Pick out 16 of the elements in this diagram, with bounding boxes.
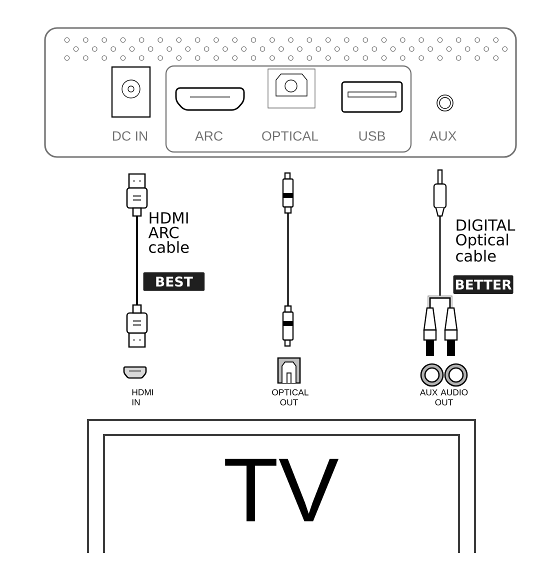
cable-label: DIGITAL Optical cable [456,219,516,262]
port-label: ARC [194,131,223,141]
tv-screen: TV [87,419,476,553]
input-port: AUX AUDIO OUT [420,363,468,406]
port-label: OPTICAL [262,131,318,141]
rating-badge: BETTER [453,275,514,294]
rating-badge: BEST [143,272,205,291]
port-label: AUX [429,131,456,141]
node-label: OPTICAL OUT [272,389,308,406]
node-label: AUX AUDIO OUT [420,389,468,406]
input-port: HDMI IN [123,366,153,406]
node-label: HDMI IN [132,389,154,406]
port-label: USB [359,131,385,141]
port-label: DC IN [112,131,148,141]
input-port: OPTICAL OUT [272,357,308,406]
cable-label: HDMI ARC cable [148,212,189,253]
